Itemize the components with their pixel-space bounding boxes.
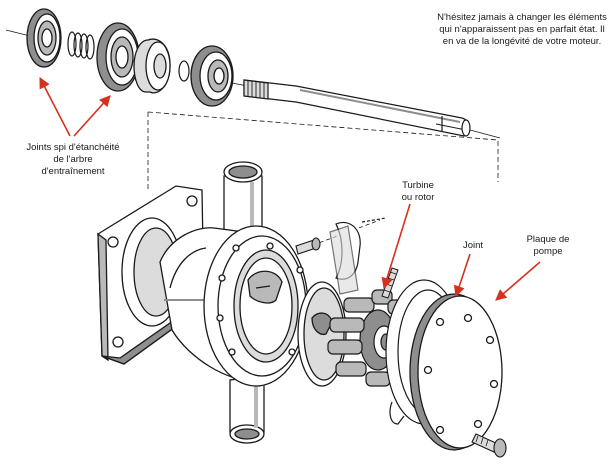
label-joints-spi-line-1: Joints spi d'étanchéité xyxy=(26,142,119,153)
spring-coil xyxy=(67,31,95,60)
label-turbine-line-1: Turbine xyxy=(402,180,434,191)
label-joint: Joint xyxy=(463,240,483,251)
bottom-tube xyxy=(229,375,265,444)
arrow-to-seal-middle xyxy=(73,95,111,137)
seal-ring-middle xyxy=(96,22,140,92)
body-screw xyxy=(295,237,321,255)
arrow-to-impeller xyxy=(381,203,411,290)
spacer-ring xyxy=(133,38,171,94)
cam-insert xyxy=(329,217,387,295)
wear-plate xyxy=(297,281,347,387)
label-joints-spi-line-2: de l'arbre xyxy=(53,154,92,165)
cover-screw xyxy=(471,433,507,458)
note-line-2: qui n'apparaissent pas en parfait état. … xyxy=(439,24,605,35)
arrow-to-cover-plate xyxy=(495,261,541,301)
label-plaque-line-1: Plaque de xyxy=(527,234,570,245)
label-joint-line-1: Joint xyxy=(463,240,483,251)
drive-shaft xyxy=(243,79,471,137)
bearing xyxy=(190,45,234,107)
maintenance-note: N'hésitez jamais à changer les éléments … xyxy=(437,12,607,47)
label-turbine-line-2: ou rotor xyxy=(402,192,435,203)
arrow-to-seal-left xyxy=(39,77,71,137)
annotation-arrows xyxy=(39,77,541,301)
spring-pin xyxy=(381,267,399,299)
label-joints-spi: Joints spi d'étanchéité de l'arbre d'ent… xyxy=(26,142,119,177)
label-plaque-line-2: pompe xyxy=(533,246,562,257)
seal-ring-left xyxy=(26,8,62,68)
label-turbine: Turbine ou rotor xyxy=(402,180,435,203)
circlip xyxy=(178,60,190,82)
pump-body xyxy=(159,225,309,387)
cover-plate xyxy=(409,293,503,451)
label-joints-spi-line-3: d'entraînement xyxy=(41,166,104,177)
note-line-3: en va de la longévité de votre moteur. xyxy=(443,36,601,47)
label-plaque: Plaque de pompe xyxy=(527,234,570,257)
note-line-1: N'hésitez jamais à changer les éléments xyxy=(437,12,607,23)
arrow-to-gasket xyxy=(453,253,471,298)
